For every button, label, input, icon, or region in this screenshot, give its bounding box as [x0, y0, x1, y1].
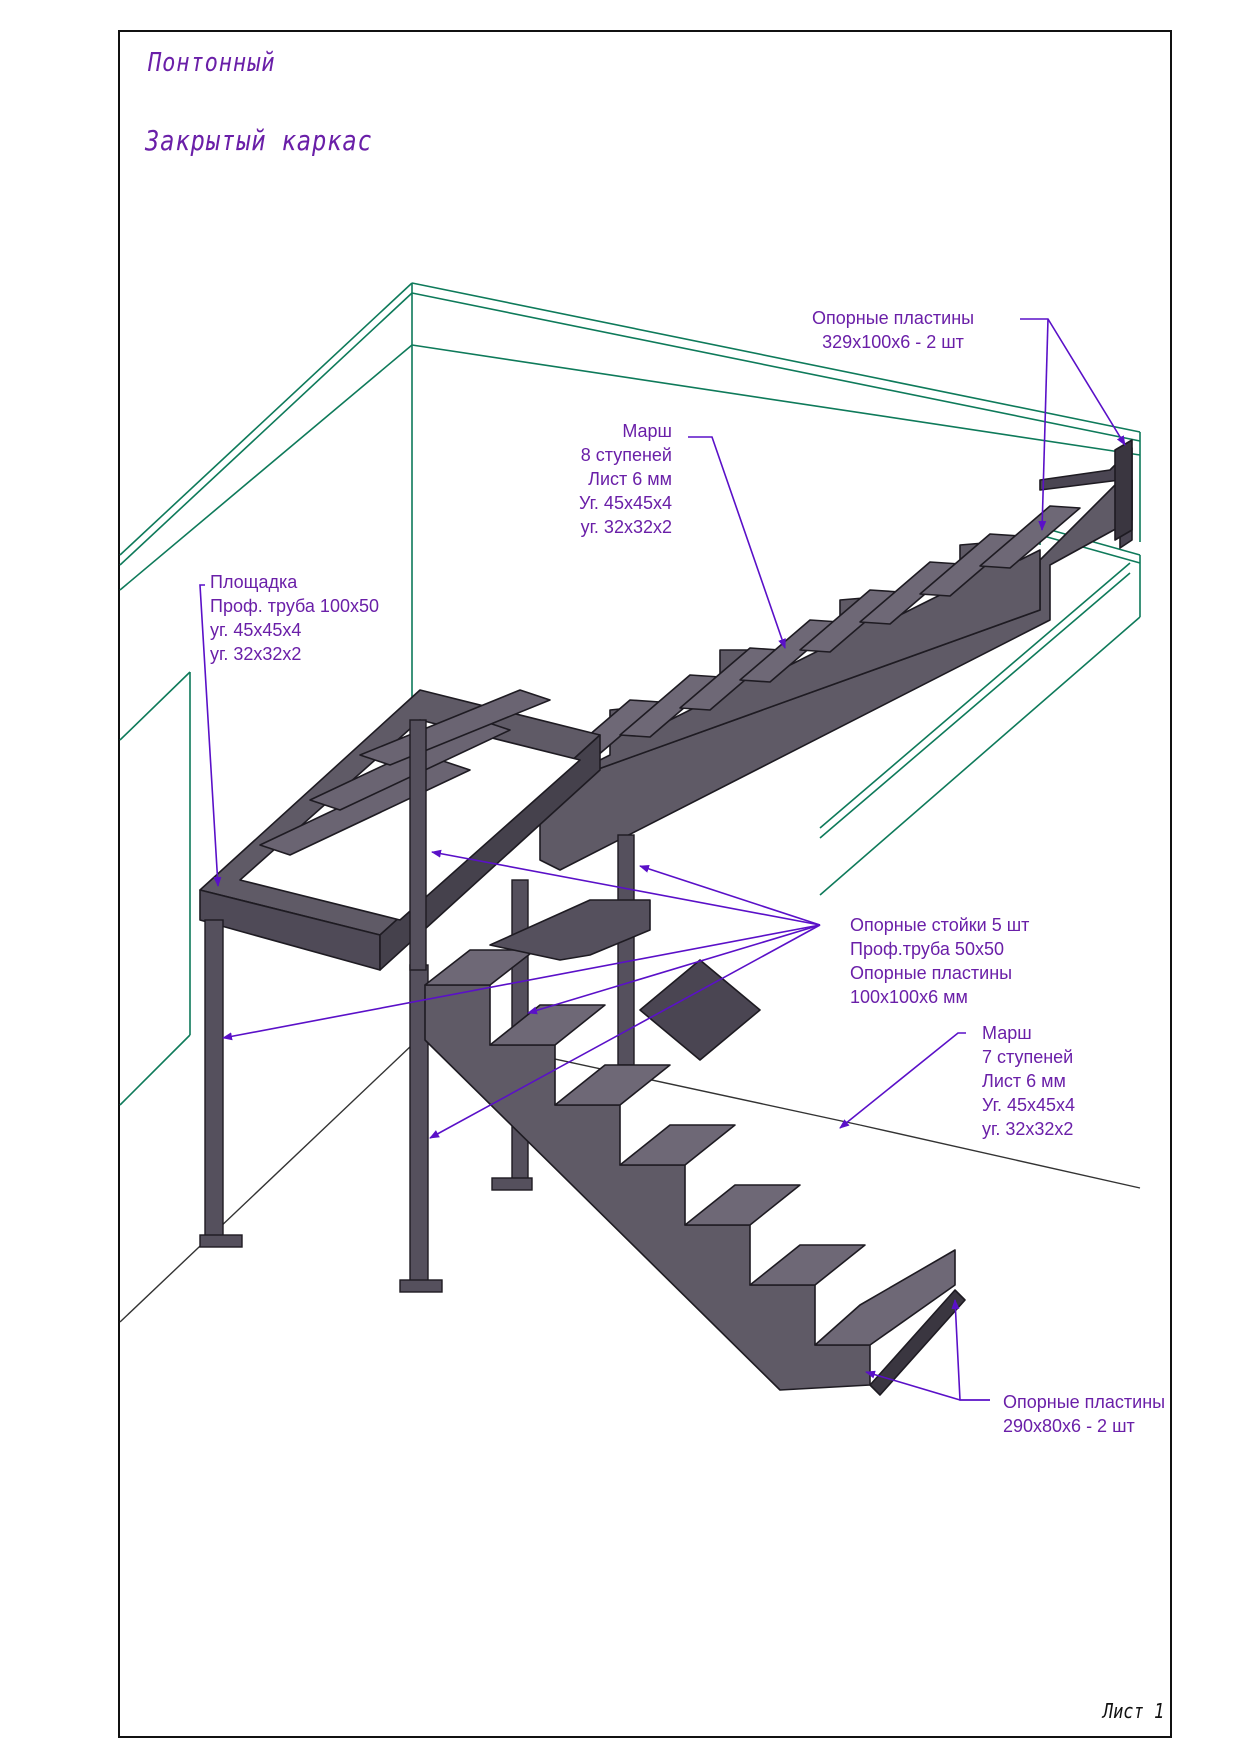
room-walls: [119, 282, 1141, 1106]
note-line: Лист 6 мм: [982, 1071, 1066, 1091]
note-line: 8 ступеней: [580, 445, 672, 465]
note-line: Марш: [622, 421, 672, 441]
note-line: Проф. труба 100x50: [210, 596, 379, 616]
note-line: 290x80x6 - 2 шт: [1003, 1416, 1135, 1436]
note-top-plates: Опорные пластины 329x100x6 - 2 шт: [812, 306, 974, 354]
note-line: Опорные пластины: [812, 308, 975, 328]
leader-lines: [199, 318, 1126, 1401]
note-line: 329x100x6 - 2 шт: [822, 332, 964, 352]
note-upper-flight: Марш 8 ступеней Лист 6 мм Уг. 45x45x4 уг…: [560, 419, 672, 539]
note-line: уг. 32x32x2: [580, 517, 672, 537]
page-subtitle: Закрытый каркас: [145, 124, 373, 157]
note-line: Уг. 45x45x4: [578, 493, 672, 513]
note-line: Марш: [982, 1023, 1032, 1043]
note-line: уг. 32x32x2: [982, 1119, 1074, 1139]
note-line: уг. 32x32x2: [210, 644, 302, 664]
note-line: Лист 6 мм: [588, 469, 672, 489]
note-line: Опорные пластины: [1003, 1392, 1166, 1412]
note-line: Опорные стойки 5 шт: [850, 915, 1030, 935]
note-line: Площадка: [210, 572, 298, 592]
note-line: Проф.труба 50x50: [850, 939, 1004, 959]
note-line: 100x100x6 мм: [850, 987, 968, 1007]
note-posts: Опорные стойки 5 шт Проф.труба 50x50 Опо…: [850, 913, 1029, 1009]
drawing-frame: [118, 30, 1172, 1738]
lower-flight: [424, 899, 966, 1396]
note-line: уг. 45x45x4: [210, 620, 302, 640]
note-bottom-plates: Опорные пластины 290x80x6 - 2 шт: [1003, 1390, 1165, 1438]
note-line: 7 ступеней: [982, 1047, 1074, 1067]
note-landing: Площадка Проф. труба 100x50 уг. 45x45x4 …: [210, 570, 379, 666]
note-lower-flight: Марш 7 ступеней Лист 6 мм Уг. 45x45x4 уг…: [982, 1021, 1075, 1141]
note-line: Опорные пластины: [850, 963, 1013, 983]
page-title: Понтонный: [148, 48, 276, 78]
sheet-label: Лист 1: [1102, 1699, 1164, 1723]
note-line: Уг. 45x45x4: [982, 1095, 1076, 1115]
